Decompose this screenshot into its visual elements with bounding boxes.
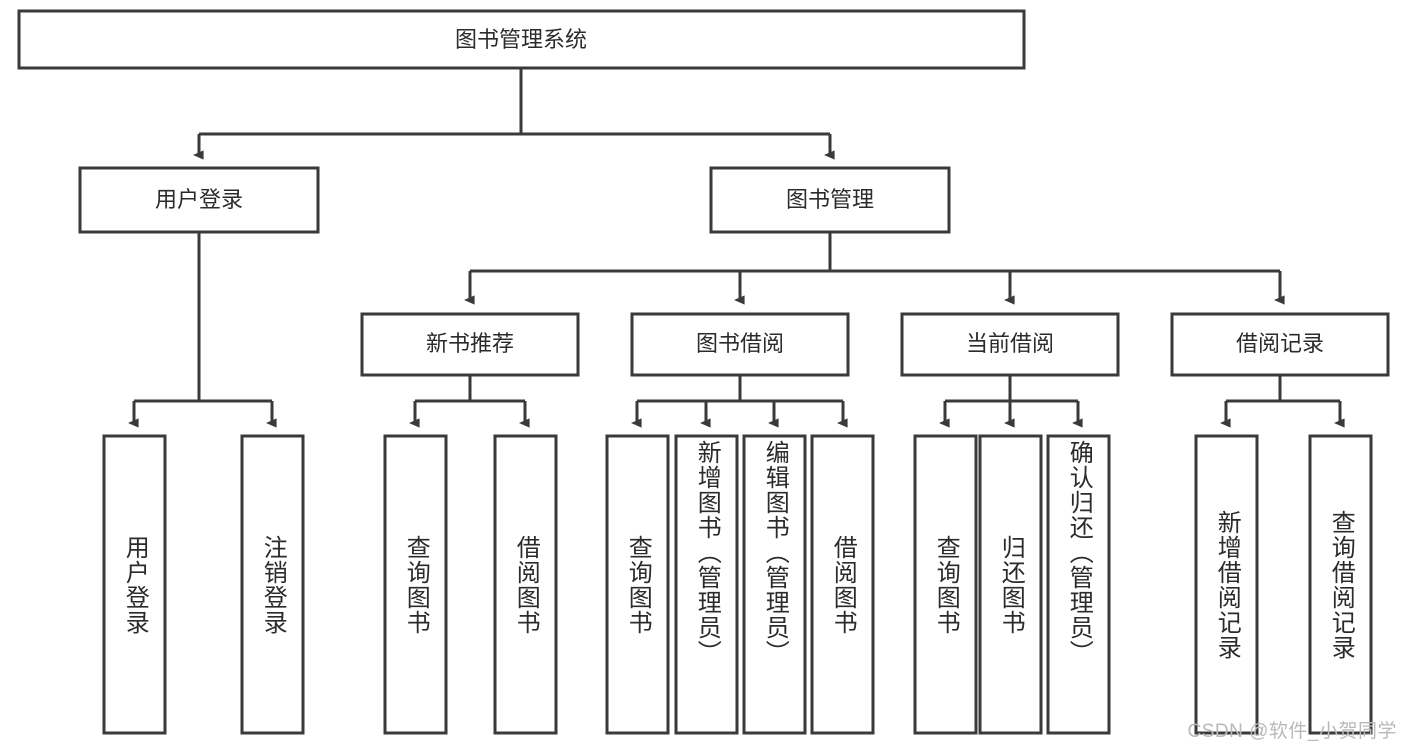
connector-newbook-to-leaves	[409, 375, 530, 428]
node-root-label: 图书管理系统	[455, 27, 587, 52]
leaf-node-query-book-current[interactable]	[913, 434, 978, 735]
node-book-management[interactable]: 图书管理	[709, 166, 951, 234]
node-book-management-label: 图书管理	[786, 187, 874, 212]
leaf-node-edit-book-admin[interactable]	[742, 434, 807, 735]
node-current-borrow[interactable]: 当前借阅	[900, 312, 1120, 377]
leaf-node-confirm-return-admin[interactable]	[1046, 434, 1111, 735]
leaf-node-query-book-borrow[interactable]	[605, 434, 670, 735]
leaf-node-add-book-admin[interactable]	[674, 434, 739, 735]
leaf-node-user-login-action[interactable]	[102, 434, 167, 735]
connector-userlogin-to-leaves	[128, 232, 277, 428]
node-book-borrow-label: 图书借阅	[696, 331, 784, 356]
csdn-watermark: CSDN @软件_小贺同学	[1187, 721, 1397, 742]
leaf-node-borrow-book-newbook[interactable]	[493, 434, 558, 735]
connector-bookborrow-to-leaves	[631, 375, 848, 428]
leaf-node-return-book[interactable]	[978, 434, 1043, 735]
connector-root-to-level2	[193, 68, 835, 160]
leaf-node-logout[interactable]	[240, 434, 305, 735]
node-borrow-records[interactable]: 借阅记录	[1170, 312, 1390, 377]
connector-borrowrecord-to-leaves	[1220, 375, 1345, 428]
leaf-node-query-borrow-record[interactable]	[1308, 434, 1373, 735]
node-new-book-recommend-label: 新书推荐	[426, 331, 514, 356]
node-user-login-label: 用户登录	[155, 187, 243, 212]
node-borrow-records-label: 借阅记录	[1236, 331, 1324, 356]
node-root[interactable]: 图书管理系统	[17, 9, 1026, 70]
node-new-book-recommend[interactable]: 新书推荐	[360, 312, 580, 377]
node-user-login[interactable]: 用户登录	[78, 166, 320, 234]
connector-currentborrow-to-leaves	[939, 375, 1083, 428]
node-book-borrow[interactable]: 图书借阅	[630, 312, 850, 377]
leaf-node-add-borrow-record[interactable]	[1194, 434, 1259, 735]
leaf-node-borrow-book[interactable]	[810, 434, 875, 735]
node-current-borrow-label: 当前借阅	[966, 331, 1054, 356]
connector-bookmgmt-to-level3	[464, 232, 1285, 305]
leaf-node-query-book-newbook[interactable]	[383, 434, 448, 735]
